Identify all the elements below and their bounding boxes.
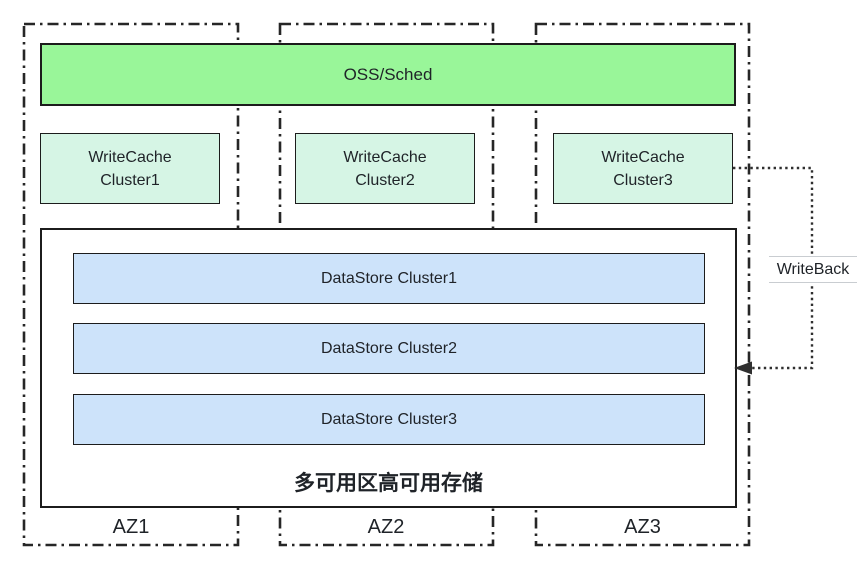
writecache-cluster3-node: WriteCache Cluster3 xyxy=(553,133,733,204)
zone-label-az3: AZ3 xyxy=(624,515,661,538)
writecache-cluster2-label-line2: Cluster2 xyxy=(355,171,415,189)
datastore-cluster1-label: DataStore Cluster1 xyxy=(320,269,458,287)
writeback-label: WriteBack xyxy=(769,256,857,283)
datastore-cluster2-node: DataStore Cluster2 xyxy=(73,323,705,374)
datastore-cluster3-node: DataStore Cluster3 xyxy=(73,394,705,445)
datastore-cluster3-label: DataStore Cluster3 xyxy=(320,410,458,428)
oss-sched-label: OSS/Sched xyxy=(343,64,433,84)
writecache-cluster1-label-line2: Cluster1 xyxy=(100,171,160,189)
zone-label-az1: AZ1 xyxy=(112,515,150,538)
datastore-cluster2-label: DataStore Cluster2 xyxy=(320,339,458,357)
writecache-cluster1-node: WriteCache Cluster1 xyxy=(40,133,220,204)
datastore-cluster1-node: DataStore Cluster1 xyxy=(73,253,705,304)
writecache-cluster2-label-line1: WriteCache xyxy=(343,148,427,166)
writecache-cluster3-label-line1: WriteCache xyxy=(601,148,685,166)
writecache-cluster2-node: WriteCache Cluster2 xyxy=(295,133,475,204)
writecache-cluster3-label-line2: Cluster3 xyxy=(613,171,673,189)
writecache-cluster1-label-line1: WriteCache xyxy=(88,148,172,166)
oss-sched-node: OSS/Sched xyxy=(40,43,736,106)
storage-box-title: 多可用区高可用存储 xyxy=(294,472,483,495)
multi-az-storage-box: DataStore Cluster1 DataStore Cluster2 Da… xyxy=(40,228,737,508)
zone-label-az2: AZ2 xyxy=(367,515,405,538)
